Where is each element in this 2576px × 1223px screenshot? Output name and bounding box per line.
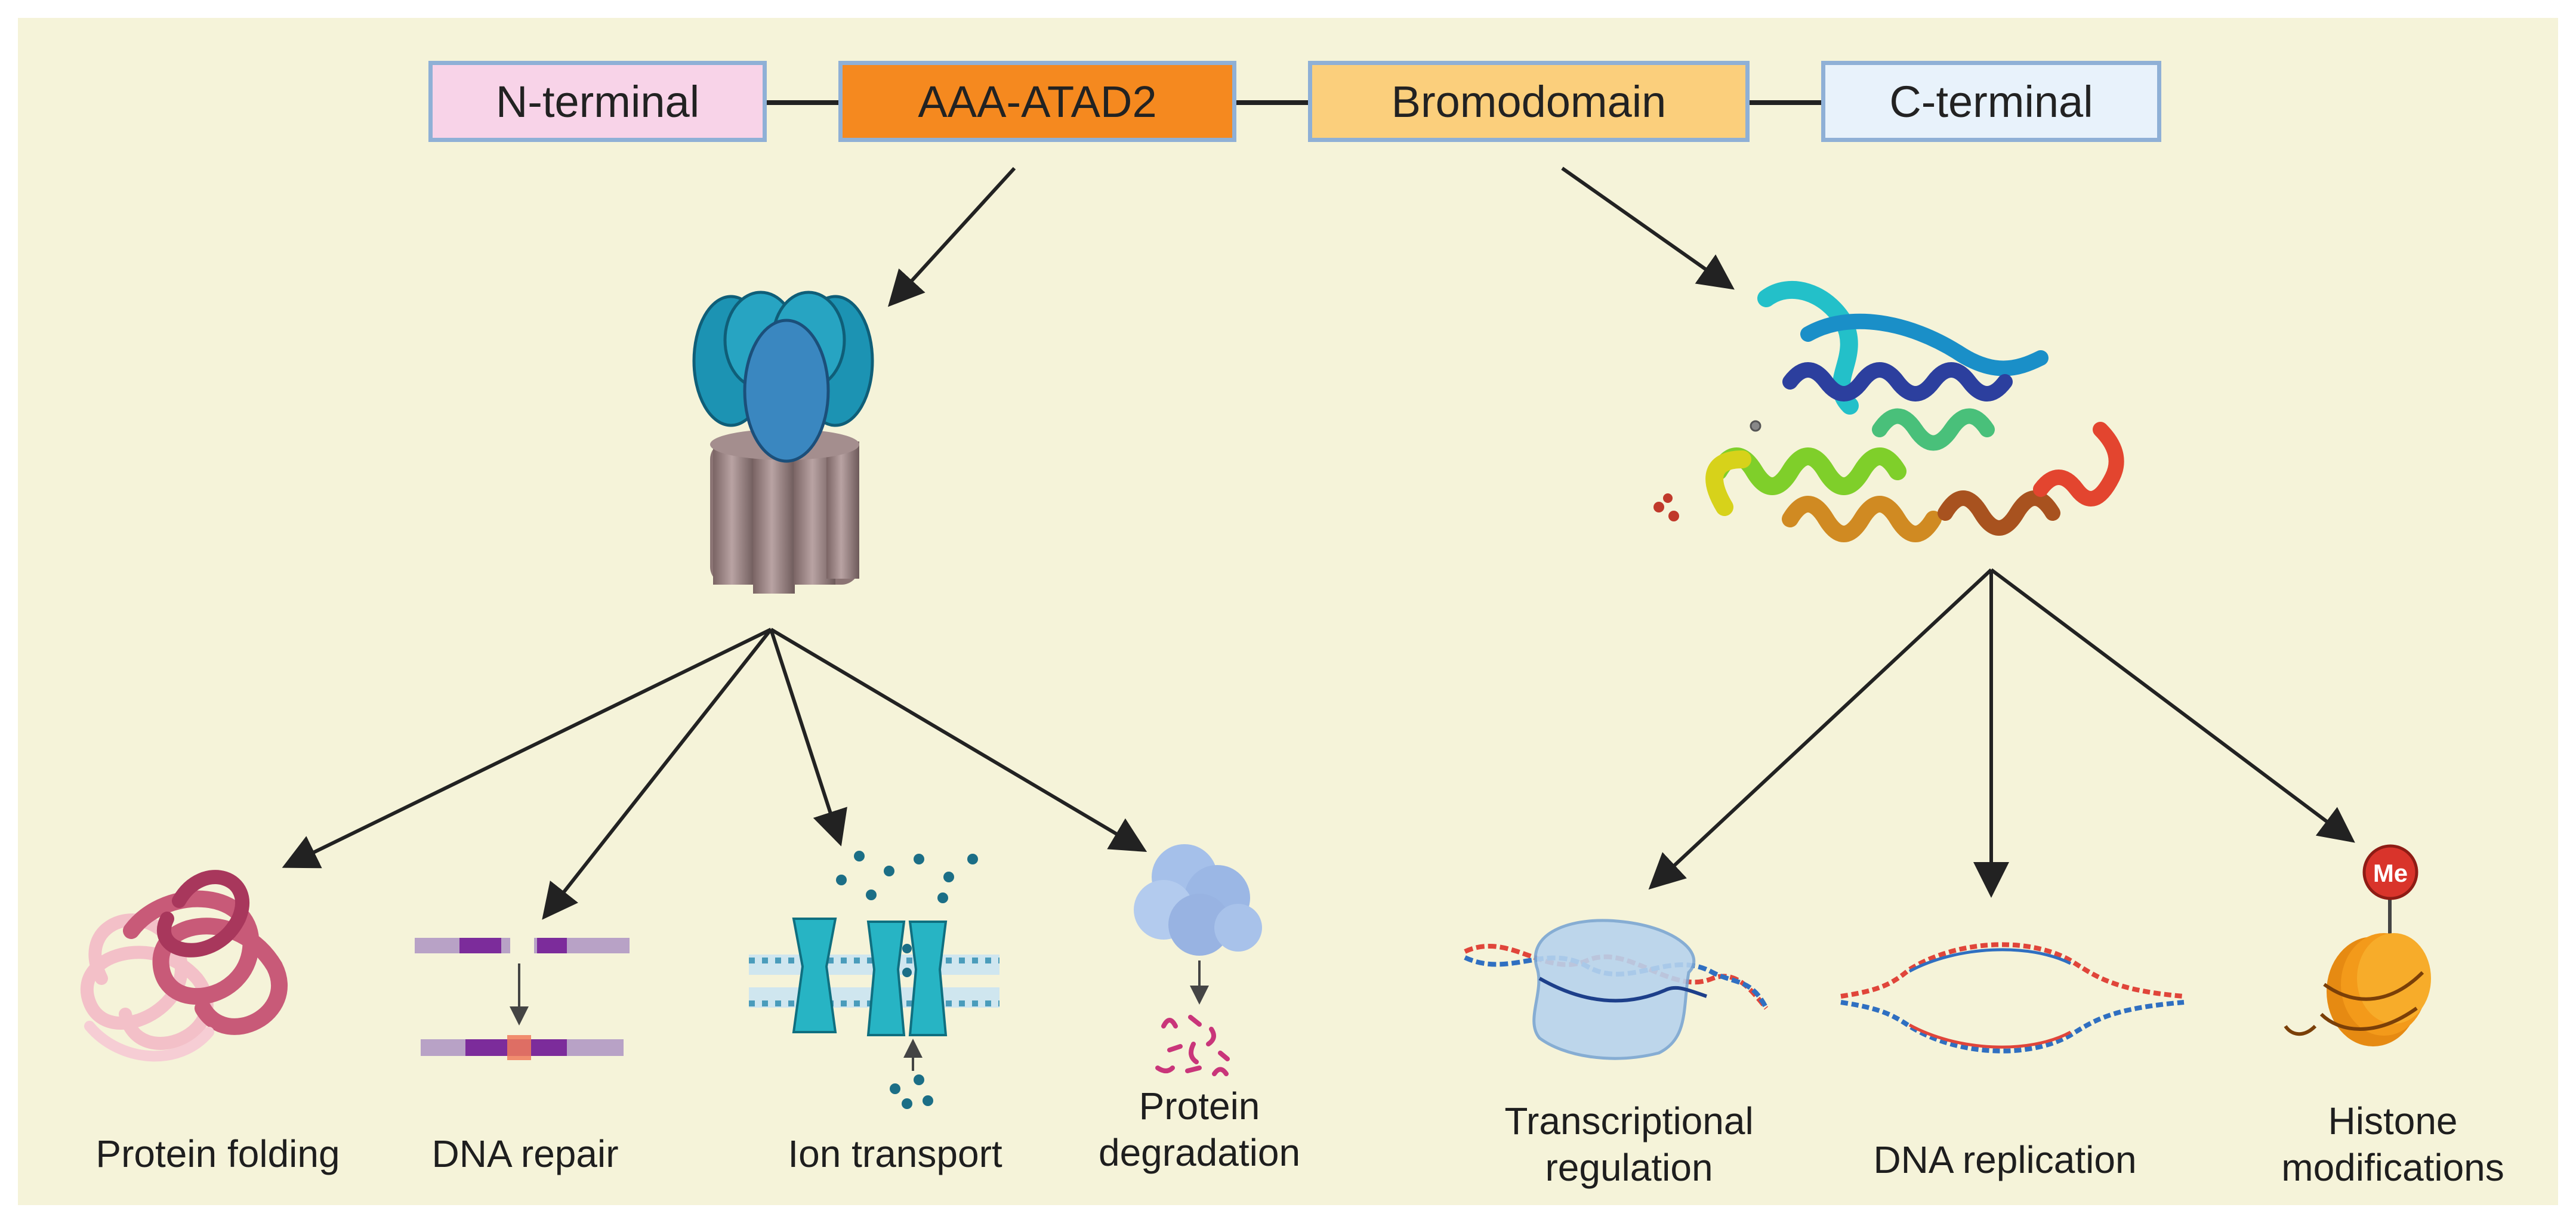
label-dna-repair: DNA repair: [431, 1132, 619, 1175]
label-transcriptional-regulation: Transcriptional regulation: [1504, 1100, 1754, 1190]
dna-repair-icon: [415, 938, 630, 1060]
domain-aaa-atad2-label: AAA-ATAD2: [918, 76, 1157, 126]
transcriptional-regulation-icon: [1464, 919, 1769, 1060]
label-dna-replication: DNA replication: [1873, 1138, 2137, 1181]
bromo-function-arrows: [1648, 568, 2355, 898]
bromodomain-structure-icon: [1653, 281, 2124, 542]
histone-mark-label: Me: [2373, 859, 2408, 887]
aaa-hexamer-icon: [692, 291, 874, 594]
label-protein-folding: Protein folding: [95, 1132, 340, 1175]
ion-transport-icon: [749, 851, 999, 1109]
domain-bromodomain: Bromodomain: [1308, 61, 1750, 142]
label-protein-degradation: Protein degradation: [1098, 1085, 1301, 1175]
arrow-bromo-to-structure: [1561, 166, 1735, 290]
domain-c-terminal: C-terminal: [1821, 61, 2161, 142]
domain-c-terminal-label: C-terminal: [1889, 76, 2093, 126]
protein-folding-icon: [80, 870, 288, 1062]
domain-n-terminal-label: N-terminal: [495, 76, 700, 126]
domain-n-terminal: N-terminal: [428, 61, 767, 142]
label-ion-transport: Ion transport: [788, 1132, 1002, 1175]
dna-replication-icon: [1840, 942, 2185, 1054]
protein-degradation-icon: [1134, 844, 1262, 1076]
histone-modification-icon: Me: [2284, 844, 2431, 1046]
domain-aaa-atad2: AAA-ATAD2: [838, 61, 1236, 142]
aaa-function-arrows: [282, 628, 1147, 920]
arrow-aaa-to-hexamer: [887, 166, 1016, 307]
domain-bromodomain-label: Bromodomain: [1391, 76, 1667, 126]
label-histone-modifications: Histone modifications: [2281, 1100, 2504, 1190]
